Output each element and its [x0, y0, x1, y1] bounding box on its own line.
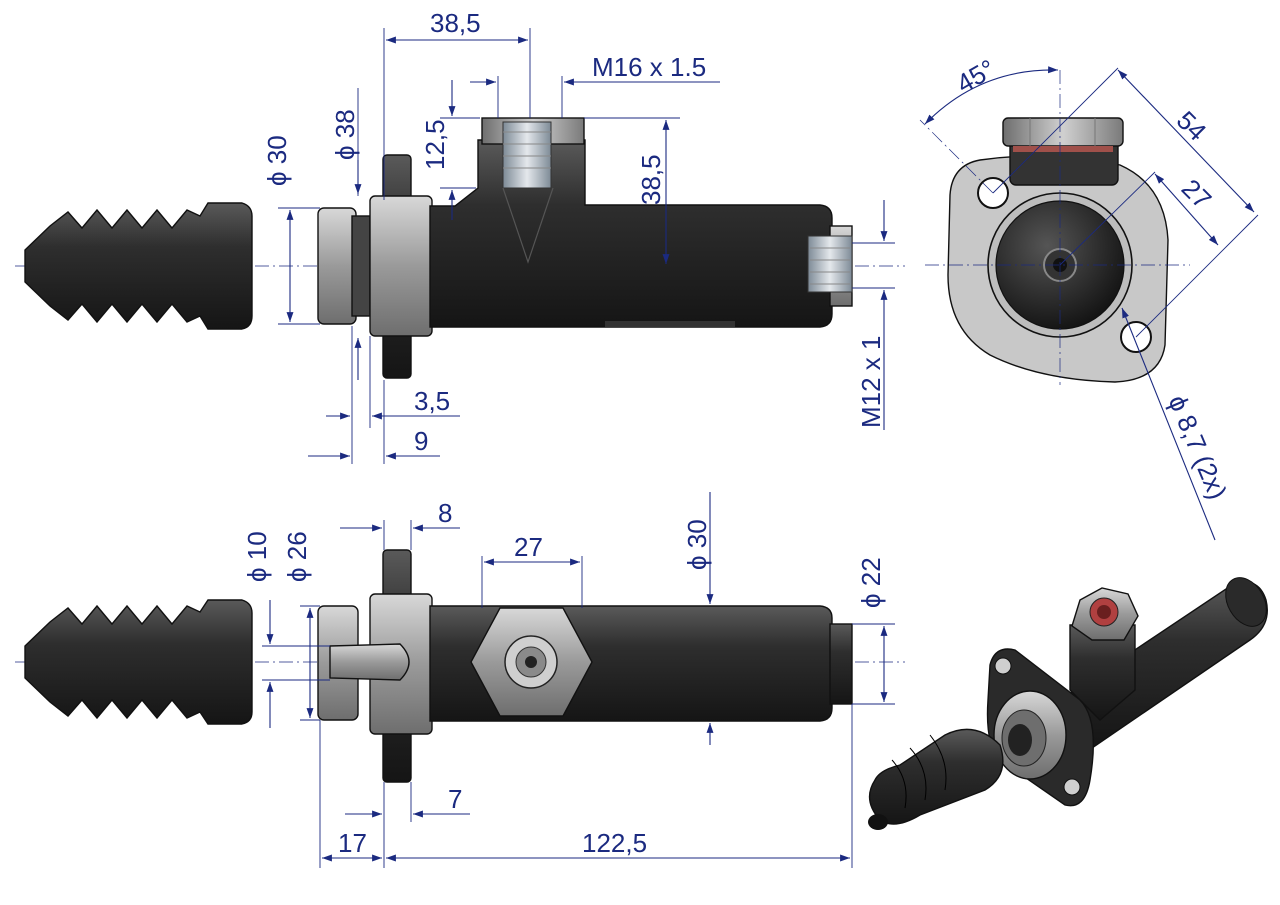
dim-38-5-side: 38,5 — [636, 154, 666, 205]
outlet-nut-top — [481, 117, 585, 264]
dia-30-bottom: ϕ 30 — [682, 519, 712, 570]
dim-122-5: 122,5 — [582, 828, 647, 858]
dim-54: 54 — [1171, 105, 1213, 147]
dim-12-5: 12,5 — [420, 119, 450, 170]
top-view: 38,5 M16 x 1.5 12,5 38,5 ϕ 30 — [15, 8, 905, 464]
flange-ring-top — [369, 195, 433, 337]
hole-diameter-label: ϕ 8,7 (2x) — [1162, 391, 1233, 504]
end-view: 45° 54 27 ϕ 8,7 (2x) — [919, 53, 1259, 541]
dim-3-5: 3,5 — [414, 386, 450, 416]
isometric-view — [868, 577, 1268, 830]
front-port-top — [807, 225, 853, 307]
dia-10: ϕ 10 — [242, 531, 272, 582]
outlet-nut-end — [1002, 117, 1124, 147]
top-view-dimensions: 38,5 M16 x 1.5 12,5 38,5 ϕ 30 — [262, 8, 895, 464]
bottom-view-dimensions: ϕ 10 ϕ 26 8 27 ϕ 30 ϕ 22 — [242, 492, 895, 868]
rubber-boot-top — [24, 202, 253, 330]
dim-17: 17 — [338, 828, 367, 858]
angle-45: 45° — [951, 53, 1000, 99]
dim-9: 9 — [414, 426, 428, 456]
thread-m12-label: M12 x 1 — [856, 336, 886, 429]
pushrod — [329, 643, 410, 681]
rear-ring-top — [317, 207, 357, 325]
rubber-boot-bottom — [24, 599, 253, 725]
dim-38-5-top: 38,5 — [430, 8, 481, 38]
front-nose-bottom — [829, 623, 853, 705]
dim-27-bottom: 27 — [514, 532, 543, 562]
dim-7: 7 — [448, 784, 462, 814]
body-ribs — [605, 321, 735, 327]
dia-22: ϕ 22 — [856, 557, 886, 608]
dia-26: ϕ 26 — [282, 531, 312, 582]
dim-27-flange: 27 — [1176, 173, 1218, 215]
seal-ring-top — [351, 215, 371, 317]
thread-m16-label: M16 x 1.5 — [592, 52, 706, 82]
cylinder-body-top — [429, 139, 833, 328]
iso-rubber-boot — [868, 728, 1004, 825]
dia-30-left: ϕ 30 — [262, 135, 292, 186]
dia-38: ϕ 38 — [330, 109, 360, 160]
dim-8: 8 — [438, 498, 452, 528]
bottom-view: ϕ 10 ϕ 26 8 27 ϕ 30 ϕ 22 — [15, 492, 905, 868]
outlet-hex-bottom — [470, 607, 593, 717]
